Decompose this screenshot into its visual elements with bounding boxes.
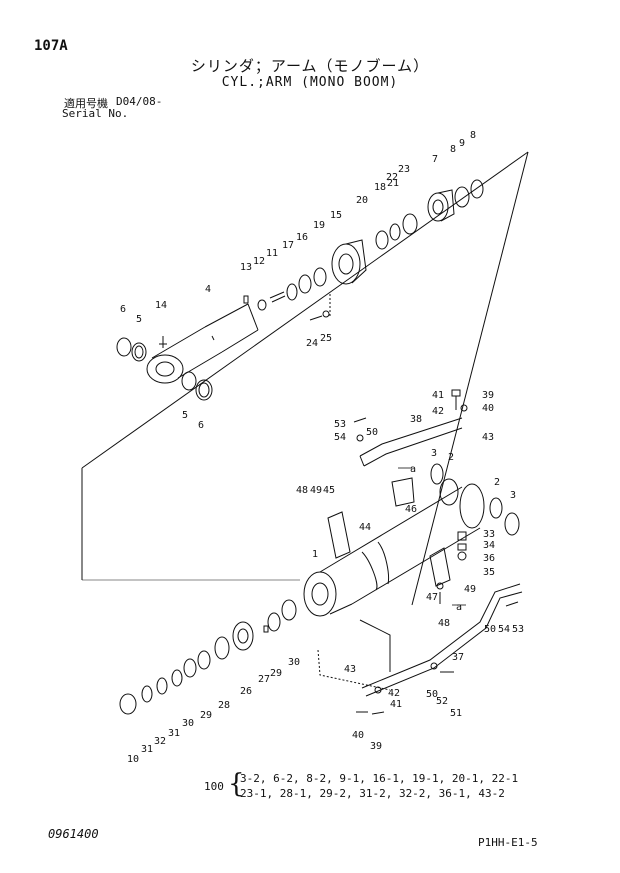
callout-48b: 48	[438, 618, 450, 629]
callout-2b: 2	[494, 477, 500, 488]
callout-32: 32	[154, 736, 166, 747]
callout-10: 10	[127, 754, 139, 765]
callout-54a: 54	[334, 432, 346, 443]
callout-7: 7	[432, 154, 438, 165]
callout-34: 34	[483, 540, 495, 551]
callout-39b: 39	[370, 741, 382, 752]
callout-49a: 49	[310, 485, 322, 496]
callout-12: 12	[253, 256, 265, 267]
callout-24: 24	[306, 338, 318, 349]
document-number: 0961400	[48, 827, 99, 841]
callout-6b: 6	[198, 420, 204, 431]
callout-8a: 8	[470, 130, 476, 141]
callout-51: 51	[450, 708, 462, 719]
callout-2a: 2	[448, 452, 454, 463]
callout-54b: 54	[498, 624, 510, 635]
callout-16: 16	[296, 232, 308, 243]
callout-1: 1	[312, 549, 318, 560]
callout-21: 21	[387, 178, 399, 189]
callout-26: 26	[240, 686, 252, 697]
callout-43a: 43	[482, 432, 494, 443]
callout-6a: 6	[120, 304, 126, 315]
quantity-line-1: 3-2, 6-2, 8-2, 9-1, 16-1, 19-1, 20-1, 22…	[240, 772, 519, 785]
callout-42b: 42	[388, 688, 400, 699]
callout-52: 52	[436, 696, 448, 707]
title-japanese: シリンダ；アーム（モノブーム）	[190, 57, 430, 75]
callout-42a: 42	[432, 406, 444, 417]
sheet-code: P1HH-E1-5	[478, 836, 538, 849]
callout-5a: 5	[136, 314, 142, 325]
callout-50b: 50	[484, 624, 496, 635]
callout-9: 9	[459, 138, 465, 149]
callout-27: 27	[258, 674, 270, 685]
callout-23: 23	[398, 164, 410, 175]
callout-3a: 3	[431, 448, 437, 459]
callout-3b: 3	[510, 490, 516, 501]
callout-41b: 41	[390, 699, 402, 710]
callout-36: 36	[483, 553, 495, 564]
callout-53a: 53	[334, 419, 346, 430]
callout-29b: 29	[200, 710, 212, 721]
callout-31a: 31	[168, 728, 180, 739]
callout-22: 22	[386, 172, 398, 183]
callout-48a: 48	[296, 485, 308, 496]
callout-49b: 49	[464, 584, 476, 595]
callout-43b: 43	[344, 664, 356, 675]
callout-39a: 39	[482, 390, 494, 401]
serial-label-japanese: 適用号機	[64, 97, 108, 110]
serial-value: D04/08-	[116, 95, 163, 108]
callout-17: 17	[282, 240, 294, 251]
callout-15: 15	[330, 210, 342, 221]
callout-44: 44	[359, 522, 371, 533]
quantity-label: 100	[204, 780, 224, 793]
label-a-lower: a	[456, 602, 462, 613]
callout-18: 18	[374, 182, 386, 193]
callout-31b: 31	[141, 744, 153, 755]
callout-11: 11	[266, 248, 278, 259]
callout-37: 37	[452, 652, 464, 663]
callout-28: 28	[218, 700, 230, 711]
callout-13: 13	[240, 262, 252, 273]
callout-47: 47	[426, 592, 438, 603]
callout-30b: 30	[182, 718, 194, 729]
callout-46: 46	[405, 504, 417, 515]
page-code: 107A	[34, 38, 68, 54]
callout-50c: 50	[426, 689, 438, 700]
callout-8b: 8	[450, 144, 456, 155]
callout-33: 33	[483, 529, 495, 540]
callout-53b: 53	[512, 624, 524, 635]
callout-29a: 29	[270, 668, 282, 679]
label-a-upper: a	[410, 464, 416, 475]
callout-50a: 50	[366, 427, 378, 438]
callout-40b: 40	[352, 730, 364, 741]
brace-glyph: {	[228, 769, 245, 799]
callout-19: 19	[313, 220, 325, 231]
callout-35: 35	[483, 567, 495, 578]
callout-41a: 41	[432, 390, 444, 401]
callout-45: 45	[323, 485, 335, 496]
callout-30a: 30	[288, 657, 300, 668]
title-english: CYL.;ARM (MONO BOOM)	[221, 75, 399, 90]
callout-38: 38	[410, 414, 422, 425]
callout-5b: 5	[182, 410, 188, 421]
quantity-line-2: 23-1, 28-1, 29-2, 31-2, 32-2, 36-1, 43-2	[240, 787, 505, 800]
callout-14: 14	[155, 300, 167, 311]
callout-40a: 40	[482, 403, 494, 414]
serial-label-english: Serial No.	[62, 107, 129, 120]
callout-25: 25	[320, 333, 332, 344]
callout-4: 4	[205, 284, 211, 295]
callout-20: 20	[356, 195, 368, 206]
